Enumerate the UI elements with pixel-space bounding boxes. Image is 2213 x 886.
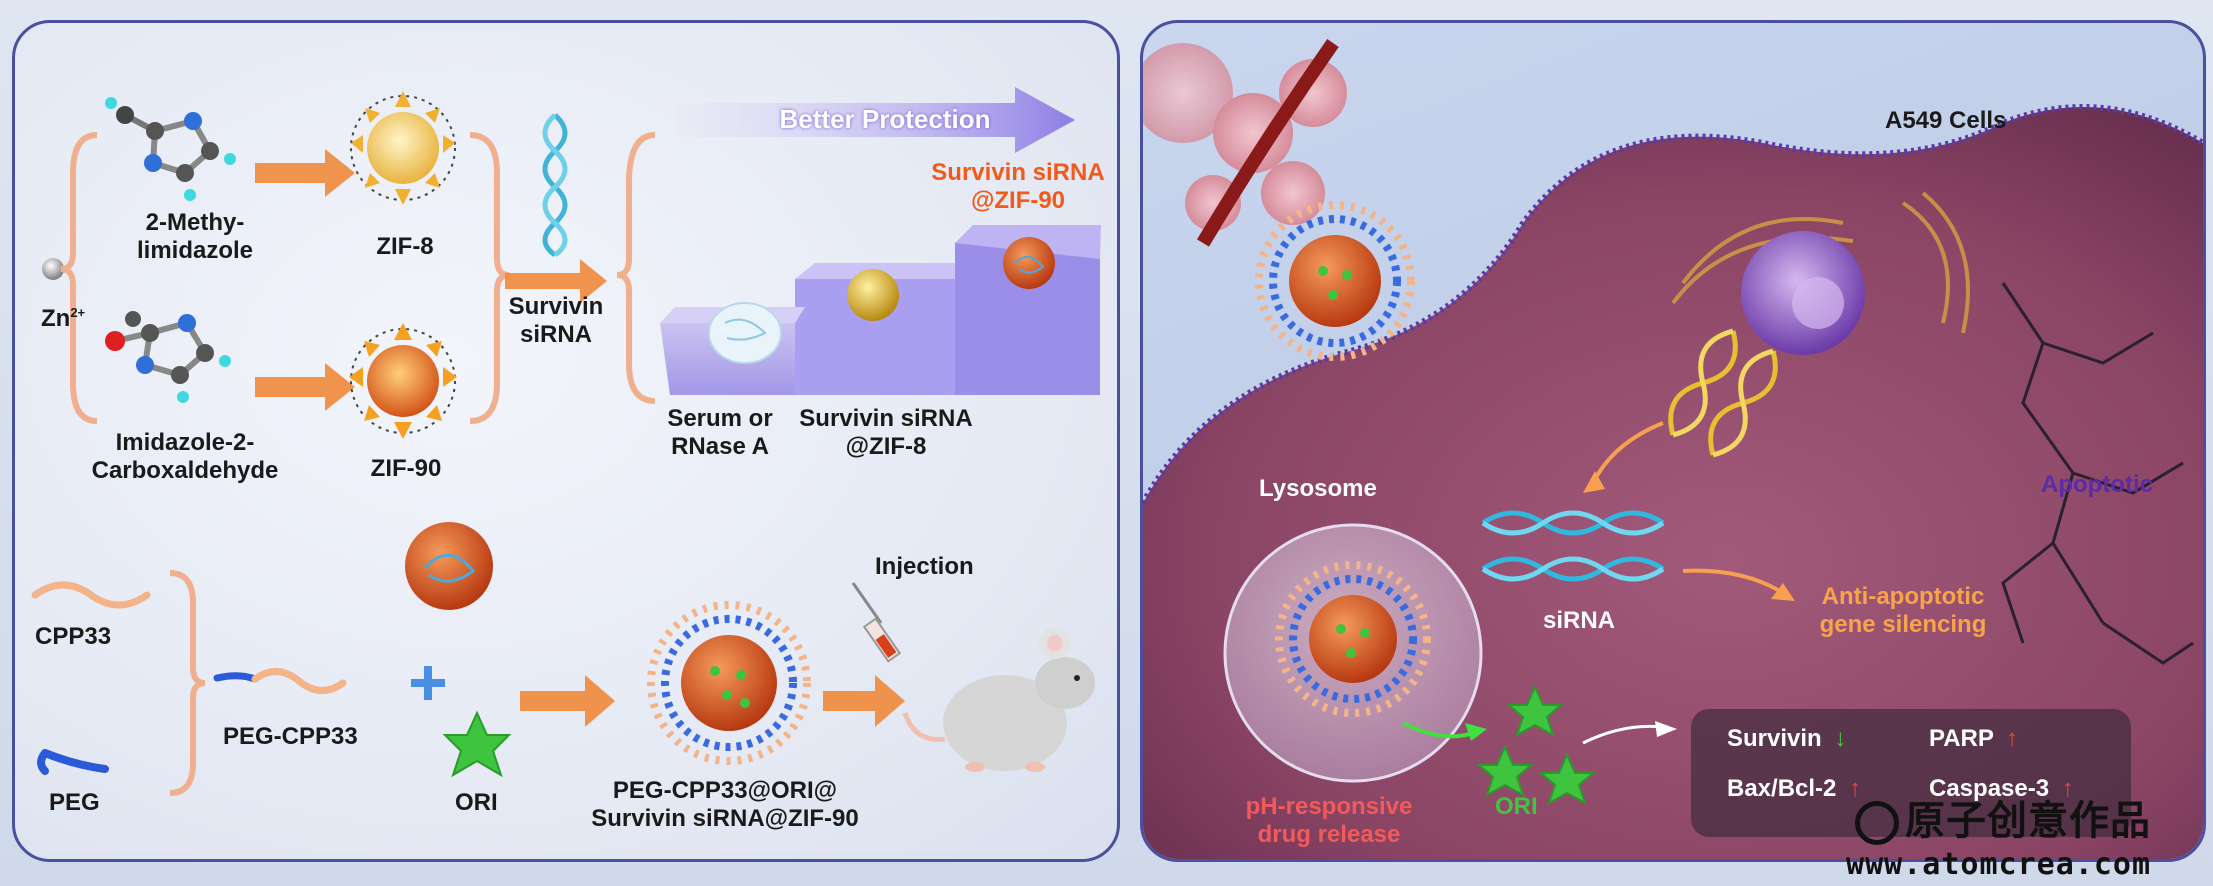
zif8-crystal-icon bbox=[350, 91, 456, 205]
peg-chain-icon bbox=[41, 749, 109, 773]
np-in-lysosome-icon bbox=[1275, 561, 1431, 717]
up-arrow-icon: ↑ bbox=[2006, 725, 2019, 752]
ligand2-label: Imidazole-2- Carboxaldehyde bbox=[91, 429, 279, 484]
injection-label: Injection bbox=[875, 553, 974, 580]
cpp33-label: CPP33 bbox=[35, 623, 112, 650]
arrow-release-ori bbox=[1402, 721, 1474, 739]
zif90-label: ZIF-90 bbox=[370, 455, 442, 482]
arrow-to-mouse-icon bbox=[823, 675, 905, 727]
methylimidazole-molecule-icon bbox=[105, 97, 236, 201]
mechanism-panel: A549 Cells Lysosome siRNA Apoptotic Anti… bbox=[1140, 20, 2206, 862]
arrow-to-final-np-icon bbox=[520, 675, 615, 727]
marker-survivin: Survivin ↓ bbox=[1727, 725, 1847, 752]
marker-bax: Bax/Bcl-2 ↑ bbox=[1727, 775, 1862, 802]
protection-brace bbox=[616, 132, 656, 404]
down-arrow-icon: ↓ bbox=[1834, 725, 1847, 752]
zn-label: Zn2+ bbox=[41, 305, 86, 332]
blood-vessel-icon bbox=[1143, 38, 1347, 247]
arrow-ori-to-markers bbox=[1582, 724, 1664, 745]
peg-cpp33-brace bbox=[169, 570, 206, 796]
ori-release-icon bbox=[1476, 684, 1596, 806]
marker-box bbox=[1691, 709, 2131, 837]
step-mid-label: Survivin siRNA @ZIF-8 bbox=[799, 405, 973, 460]
ori-release-label: ORI bbox=[1495, 793, 1538, 820]
apoptotic-label: Apoptotic bbox=[2041, 471, 2153, 498]
peg-cpp33-label: PEG-CPP33 bbox=[223, 723, 358, 750]
synthesis-graphics bbox=[31, 87, 1101, 796]
dna-helix-icon bbox=[1668, 328, 1778, 458]
apoptosis-cracks-icon bbox=[2001, 282, 2194, 665]
mouse-icon bbox=[902, 627, 1095, 772]
final-nanoparticle-icon bbox=[647, 601, 811, 765]
step-serum-label: Serum or RNase A bbox=[667, 405, 773, 460]
a549-label: A549 Cells bbox=[1885, 107, 2007, 134]
sirna-helix-icon bbox=[542, 113, 568, 258]
peg-label: PEG bbox=[49, 789, 100, 816]
final-np-label: PEG-CPP33@ORI@ Survivin siRNA@ZIF-90 bbox=[591, 777, 859, 832]
zif8-label: ZIF-8 bbox=[376, 233, 434, 260]
syringe-icon bbox=[851, 582, 902, 663]
naked-sirna-icon bbox=[708, 302, 782, 364]
synthesis-panel: Zn2+ 2-Methy- limidazole Imidazole-2- Ca… bbox=[12, 20, 1120, 862]
sirna-zif8-sphere-icon bbox=[847, 269, 899, 321]
ph-release-label: pH-responsive drug release bbox=[1245, 793, 1413, 848]
watermark-url: www.atomcrea.com bbox=[1846, 847, 2151, 882]
sirna-zif90-np-icon bbox=[405, 522, 493, 610]
marker-parp: PARP ↑ bbox=[1929, 725, 2019, 752]
zif90-crystal-icon bbox=[349, 323, 457, 439]
zif-brace bbox=[469, 132, 510, 424]
marker-caspase: Caspase-3 ↑ bbox=[1929, 775, 2074, 802]
carboxaldehyde-molecule-icon bbox=[105, 311, 231, 403]
np-entering-cell-icon bbox=[1255, 201, 1415, 361]
arrow-to-zif8-icon bbox=[255, 149, 355, 197]
zn-atom-icon bbox=[42, 258, 64, 280]
left-brace bbox=[60, 132, 98, 424]
anti-apoptotic-label: Anti-apoptotic gene silencing bbox=[1819, 583, 1987, 638]
cell-membrane bbox=[1143, 104, 2203, 505]
up-arrow-icon: ↑ bbox=[1849, 775, 1862, 802]
ligand1-label: 2-Methy- limidazole bbox=[136, 209, 254, 264]
better-protection-label: Better Protection bbox=[779, 104, 991, 134]
cell-graphics bbox=[1143, 38, 2203, 859]
watermark-cn: 原子创意作品 bbox=[1855, 788, 2151, 846]
arrow-to-zif90-icon bbox=[255, 363, 355, 411]
sirna-label: siRNA bbox=[1543, 607, 1616, 634]
step-top-label: Survivin siRNA @ZIF-90 bbox=[931, 159, 1105, 214]
ori-drug-icon bbox=[442, 710, 512, 778]
up-arrow-icon: ↑ bbox=[2061, 775, 2074, 802]
ori-label: ORI bbox=[455, 789, 498, 816]
better-protection-arrow bbox=[675, 87, 1075, 153]
sirna-zif90-sphere-icon bbox=[1003, 237, 1055, 289]
sirna-duplex-icon bbox=[1481, 510, 1665, 582]
survivin-sirna-label: Survivin siRNA bbox=[508, 293, 604, 348]
cpp33-chain-icon bbox=[31, 581, 151, 609]
peg-cpp33-chain-icon bbox=[213, 672, 259, 683]
lysosome-label: Lysosome bbox=[1259, 475, 1377, 502]
arrow-sirna-to-silencing bbox=[1682, 568, 1785, 595]
arrow-to-protection-icon bbox=[505, 259, 607, 303]
plus-icon bbox=[411, 666, 445, 700]
watermark-logo-icon bbox=[1855, 801, 1899, 845]
